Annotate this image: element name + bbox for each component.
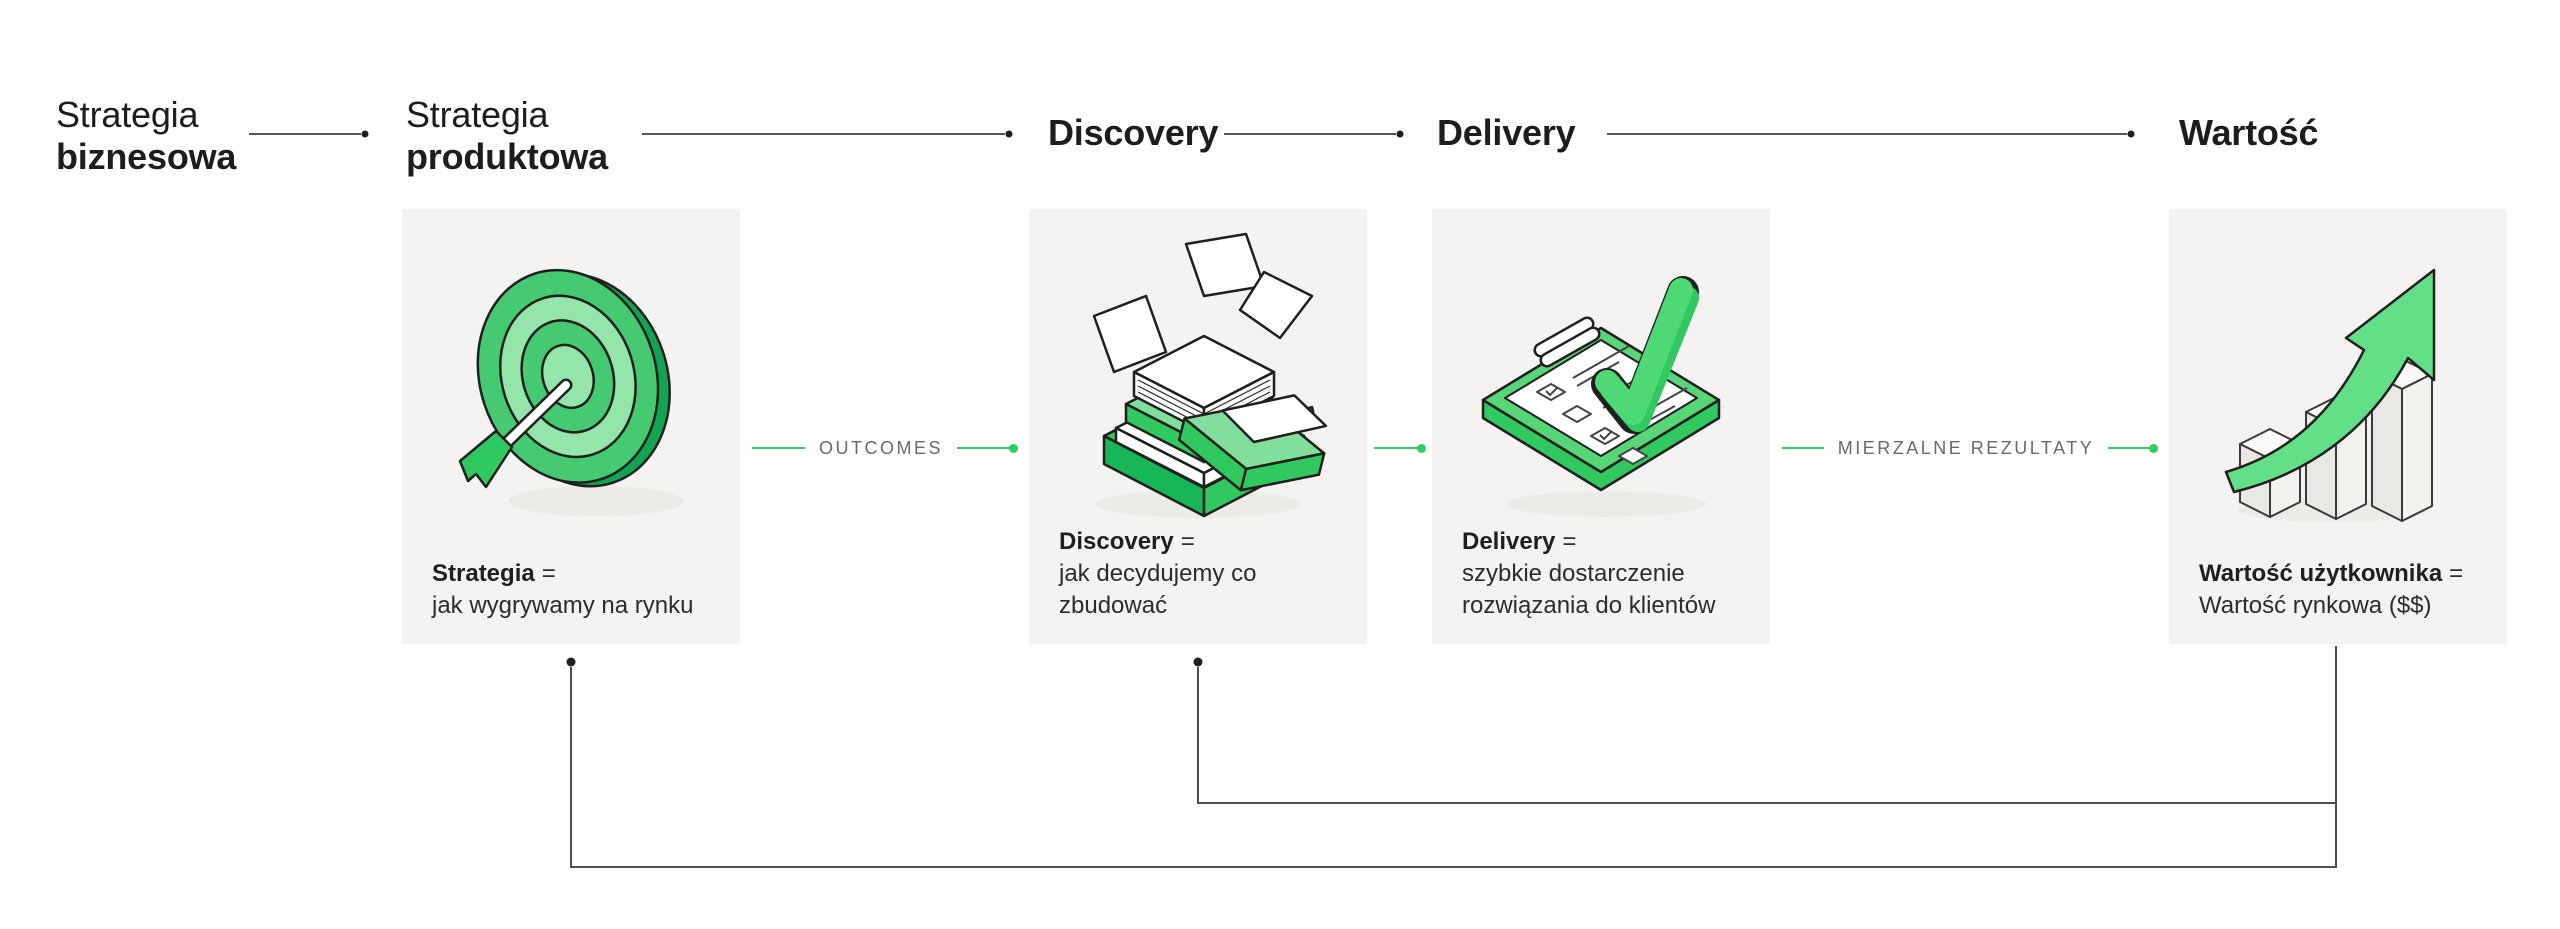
green-line <box>752 447 805 449</box>
feedback-line-strategia <box>570 667 2336 868</box>
card-title: Strategia <box>432 560 535 587</box>
card-description: jak decydujemy co zbudować <box>1059 560 1257 619</box>
target-icon <box>458 268 684 516</box>
card-description: jak wygrywamy na rynku <box>432 592 694 619</box>
flow-step-label-line1: Strategia <box>406 94 549 135</box>
card-description-line2: rozwiązania do klientów <box>1462 592 1716 619</box>
card-caption: Delivery= szybkie dostarczenie rozwiązan… <box>1462 526 1715 622</box>
feedback-loop-lines <box>570 646 2337 868</box>
equals-sign: = <box>541 560 556 587</box>
connector-discovery-delivery <box>1374 434 1426 462</box>
feedback-loop-dots <box>566 657 1203 667</box>
card-caption: Wartość użytkownika= Wartość rynkowa ($$… <box>2199 558 2463 622</box>
header-arrow-endpoint-dots <box>361 130 2135 138</box>
flow-step-delivery: Delivery <box>1437 112 1576 153</box>
checklist-icon <box>1481 276 1721 517</box>
card-description: Wartość rynkowa ($$) <box>2199 592 2432 619</box>
card-description-line1: szybkie dostarczenie <box>1462 560 1685 587</box>
green-line <box>2108 447 2150 449</box>
connector-outcomes-label: OUTCOMES <box>819 437 944 458</box>
flow-step-label-line2: biznesowa <box>56 136 237 177</box>
growth-chart-icon <box>2224 268 2436 522</box>
flow-step-label-line1: Strategia <box>56 94 199 135</box>
card-illustration <box>1432 227 1770 537</box>
card-caption: Strategia= jak wygrywamy na rynku <box>432 558 693 622</box>
green-endpoint-dot <box>1417 443 1426 453</box>
card-illustration <box>402 227 740 537</box>
flow-step-strategia-biznesowa: Strategia biznesowa <box>56 94 236 178</box>
green-line <box>1374 447 1418 449</box>
feedback-line-discovery <box>1197 667 2336 804</box>
card-delivery: Delivery= szybkie dostarczenie rozwiązan… <box>1432 209 1770 644</box>
flow-step-discovery: Discovery <box>1048 112 1219 153</box>
flow-step-strategia-produktowa: Strategia produktowa <box>406 94 608 178</box>
card-caption: Discovery= jak decydujemy co zbudować <box>1059 526 1367 622</box>
flow-step-wartosc: Wartość <box>2179 112 2319 153</box>
equals-sign: = <box>1562 528 1577 555</box>
green-endpoint-dot <box>2149 443 2158 453</box>
card-illustration <box>1029 227 1367 537</box>
card-discovery: Discovery= jak decydujemy co zbudować <box>1029 209 1367 644</box>
card-wartosc: Wartość użytkownika= Wartość rynkowa ($$… <box>2169 209 2507 644</box>
connector-mierzalne-rezultaty: MIERZALNE REZULTATY <box>1782 434 2158 462</box>
card-title: Discovery <box>1059 528 1174 555</box>
equals-sign: = <box>2449 560 2464 587</box>
card-illustration <box>2169 227 2507 537</box>
green-endpoint-dot <box>1009 443 1019 453</box>
books-icon <box>1092 232 1328 518</box>
card-title: Wartość użytkownika <box>2199 560 2443 587</box>
green-line <box>957 447 1011 449</box>
connector-outcomes: OUTCOMES <box>752 434 1019 462</box>
equals-sign: = <box>1180 528 1195 555</box>
card-title: Delivery <box>1462 528 1556 555</box>
flow-step-label-line2: produktowa <box>406 136 608 177</box>
green-line <box>1782 447 1824 449</box>
connector-mierzalne-label: MIERZALNE REZULTATY <box>1837 437 2095 458</box>
card-strategia: Strategia= jak wygrywamy na rynku <box>402 209 740 644</box>
